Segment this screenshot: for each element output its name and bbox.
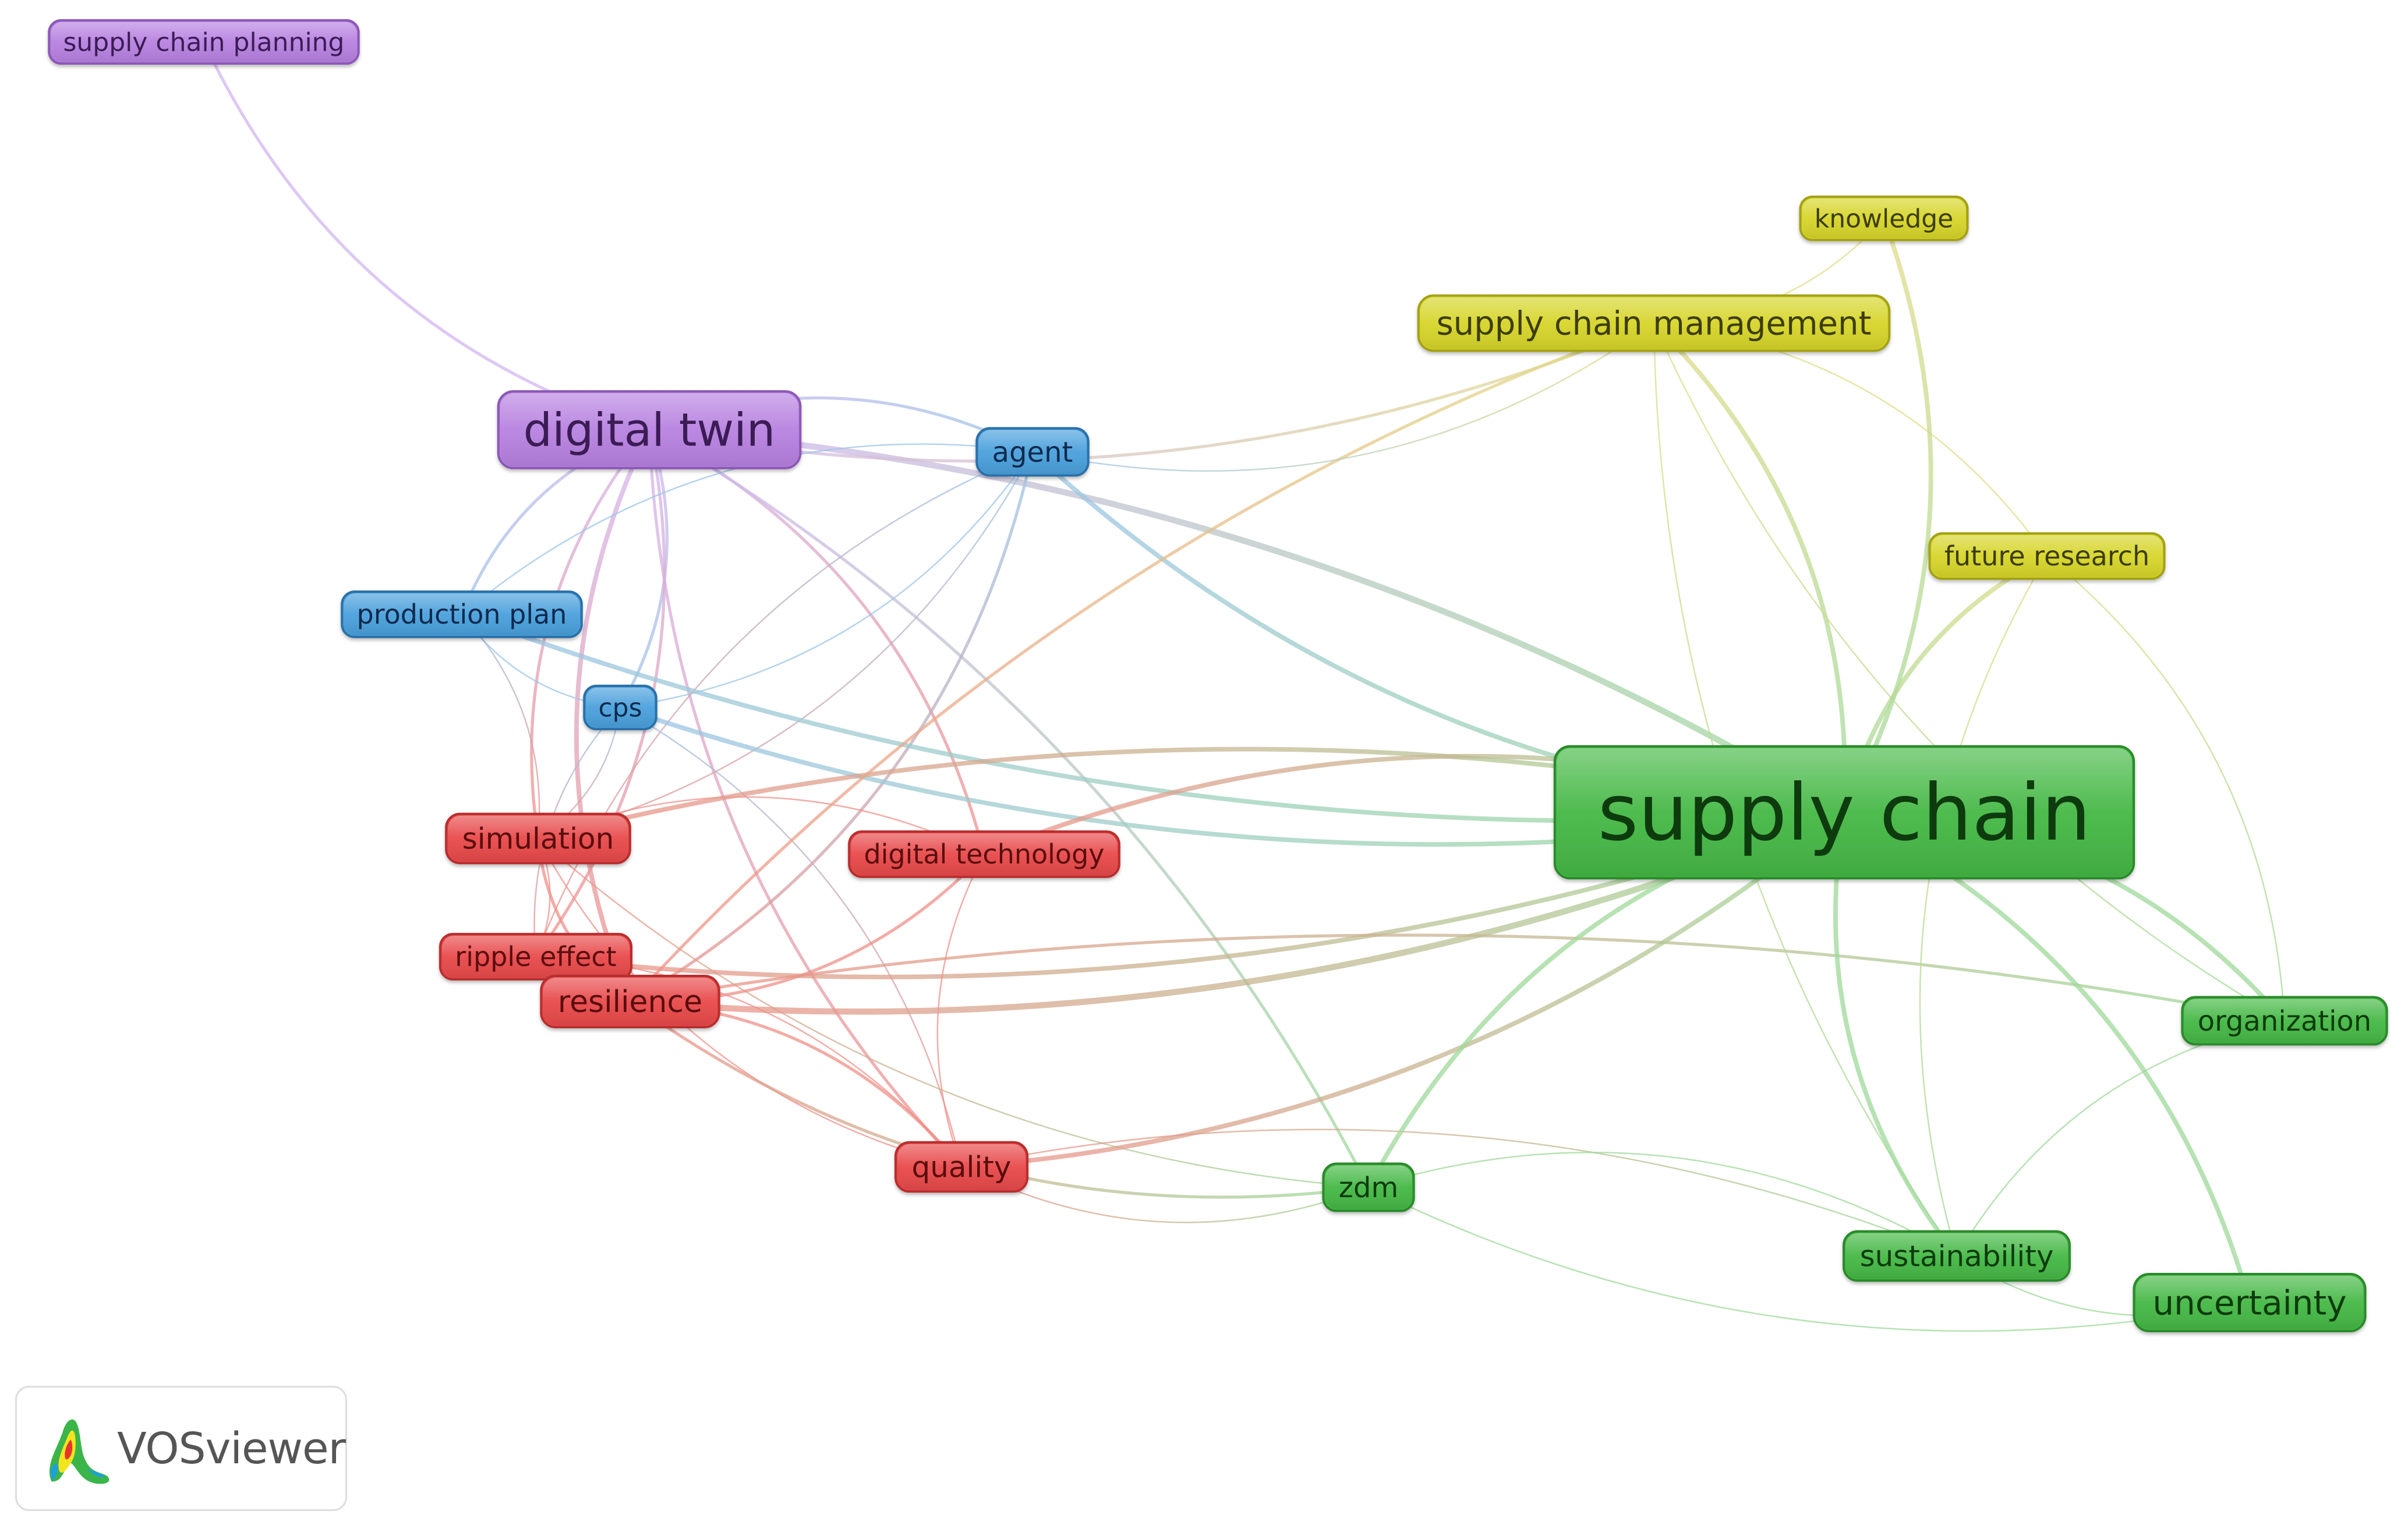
link-resilience-organization <box>628 933 2286 1022</box>
link-supply-chain-management-agent <box>1031 322 1655 472</box>
node-label-uncertainty: uncertainty <box>2152 1283 2346 1322</box>
link-supply-chain-sustainability <box>1833 810 1959 1258</box>
node-label-supply-chain: supply chain <box>1598 767 2091 858</box>
link-digital-twin-supply-chain <box>646 426 1848 816</box>
node-gloss-ripple-effect <box>441 936 630 978</box>
link-future-research-organization <box>2046 555 2286 1022</box>
node-label-supply-chain-planning: supply chain planning <box>63 27 345 57</box>
node-label-knowledge: knowledge <box>1815 204 1954 233</box>
node-label-zdm: zdm <box>1339 1172 1398 1204</box>
link-digital-twin-resilience <box>574 427 652 1004</box>
node-gloss-production-plan <box>344 593 580 635</box>
node-cps[interactable]: cps <box>583 684 657 731</box>
node-label-future-research: future research <box>1944 540 2149 572</box>
node-gloss-digital-technology <box>851 833 1118 875</box>
node-knowledge[interactable]: knowledge <box>1799 195 1969 242</box>
link-agent-simulation <box>537 451 1034 840</box>
link-digital-twin-supply-chain-management <box>648 321 1656 463</box>
node-production-plan[interactable]: production plan <box>341 590 583 638</box>
node-supply-chain-planning[interactable]: supply chain planning <box>48 19 360 65</box>
node-label-supply-chain-management: supply chain management <box>1437 305 1872 343</box>
link-resilience-supply-chain-management <box>628 321 1656 1003</box>
node-gloss-simulation <box>448 815 628 862</box>
links-layer <box>202 40 2287 1332</box>
node-label-resilience: resilience <box>558 985 702 1020</box>
node-agent[interactable]: agent <box>975 427 1090 477</box>
node-label-agent: agent <box>992 436 1073 469</box>
node-gloss-zdm <box>1325 1165 1412 1209</box>
link-supply-chain-management-future-research <box>1653 322 2048 557</box>
link-sustainability-organization <box>1956 1020 2286 1257</box>
node-gloss-quality <box>897 1144 1026 1190</box>
node-gloss-agent <box>978 430 1087 474</box>
node-digital-twin[interactable]: digital twin <box>497 390 802 469</box>
node-label-production-plan: production plan <box>357 599 567 630</box>
link-zdm-sustainability <box>1367 1151 1958 1257</box>
link-digital-twin-quality <box>648 428 963 1169</box>
node-gloss-sustainability <box>1845 1233 2068 1279</box>
link-zdm-uncertainty <box>1367 1186 2251 1332</box>
vosviewer-logo-icon <box>49 1419 109 1484</box>
link-digital-technology-quality <box>936 853 985 1168</box>
node-supply-chain[interactable]: supply chain <box>1553 745 2135 880</box>
link-production-plan-simulation <box>461 613 540 840</box>
node-uncertainty[interactable]: uncertainty <box>2133 1272 2367 1333</box>
node-gloss-cps <box>586 687 655 728</box>
node-label-cps: cps <box>598 693 642 723</box>
brand-name: VOSviewer <box>117 1423 346 1474</box>
node-simulation[interactable]: simulation <box>445 812 631 865</box>
node-future-research[interactable]: future research <box>1928 532 2166 580</box>
node-zdm[interactable]: zdm <box>1322 1162 1415 1212</box>
node-gloss-future-research <box>1931 535 2163 577</box>
node-label-ripple-effect: ripple effect <box>455 941 616 972</box>
link-knowledge-supply-chain <box>1842 216 1933 815</box>
node-label-sustainability: sustainability <box>1860 1240 2054 1273</box>
node-supply-chain-management[interactable]: supply chain management <box>1417 294 1891 352</box>
node-label-digital-twin: digital twin <box>524 404 776 457</box>
link-agent-production-plan <box>461 443 1034 615</box>
node-ripple-effect[interactable]: ripple effect <box>439 933 633 981</box>
node-label-digital-technology: digital technology <box>864 838 1104 870</box>
node-label-organization: organization <box>2198 1005 2371 1038</box>
node-organization[interactable]: organization <box>2181 996 2388 1046</box>
node-digital-technology[interactable]: digital technology <box>848 830 1120 878</box>
link-digital-twin-cps <box>618 428 669 709</box>
link-supply-chain-management-supply-chain <box>1652 321 1848 815</box>
node-resilience[interactable]: resilience <box>540 975 720 1028</box>
link-quality-sustainability <box>960 1128 1958 1257</box>
nodes-layer: supply chain planning digital twin knowled… <box>48 19 2388 1333</box>
link-supply-chain-planning-digital-twin <box>202 40 651 431</box>
node-gloss-digital-twin <box>500 393 799 466</box>
node-gloss-supply-chain <box>1556 748 2133 877</box>
node-quality[interactable]: quality <box>894 1141 1029 1193</box>
link-future-research-sustainability <box>1919 555 2048 1257</box>
link-supply-chain-uncertainty <box>1842 810 2252 1305</box>
link-cps-quality <box>619 706 963 1168</box>
node-label-quality: quality <box>911 1151 1011 1184</box>
node-gloss-supply-chain-planning <box>51 22 357 62</box>
node-sustainability[interactable]: sustainability <box>1843 1230 2071 1282</box>
link-quality-supply-chain <box>959 810 1847 1169</box>
link-supply-chain-management-organization <box>1653 322 2286 1022</box>
node-gloss-supply-chain-management <box>1420 297 1888 349</box>
node-gloss-knowledge <box>1802 198 1966 239</box>
node-gloss-organization <box>2184 999 2385 1043</box>
link-simulation-quality <box>537 837 963 1168</box>
vosviewer-brand-panel: VOSviewer <box>15 1386 347 1511</box>
node-label-simulation: simulation <box>462 822 614 856</box>
node-gloss-uncertainty <box>2135 1275 2364 1330</box>
node-gloss-resilience <box>543 978 717 1025</box>
link-simulation-zdm <box>537 837 1370 1188</box>
